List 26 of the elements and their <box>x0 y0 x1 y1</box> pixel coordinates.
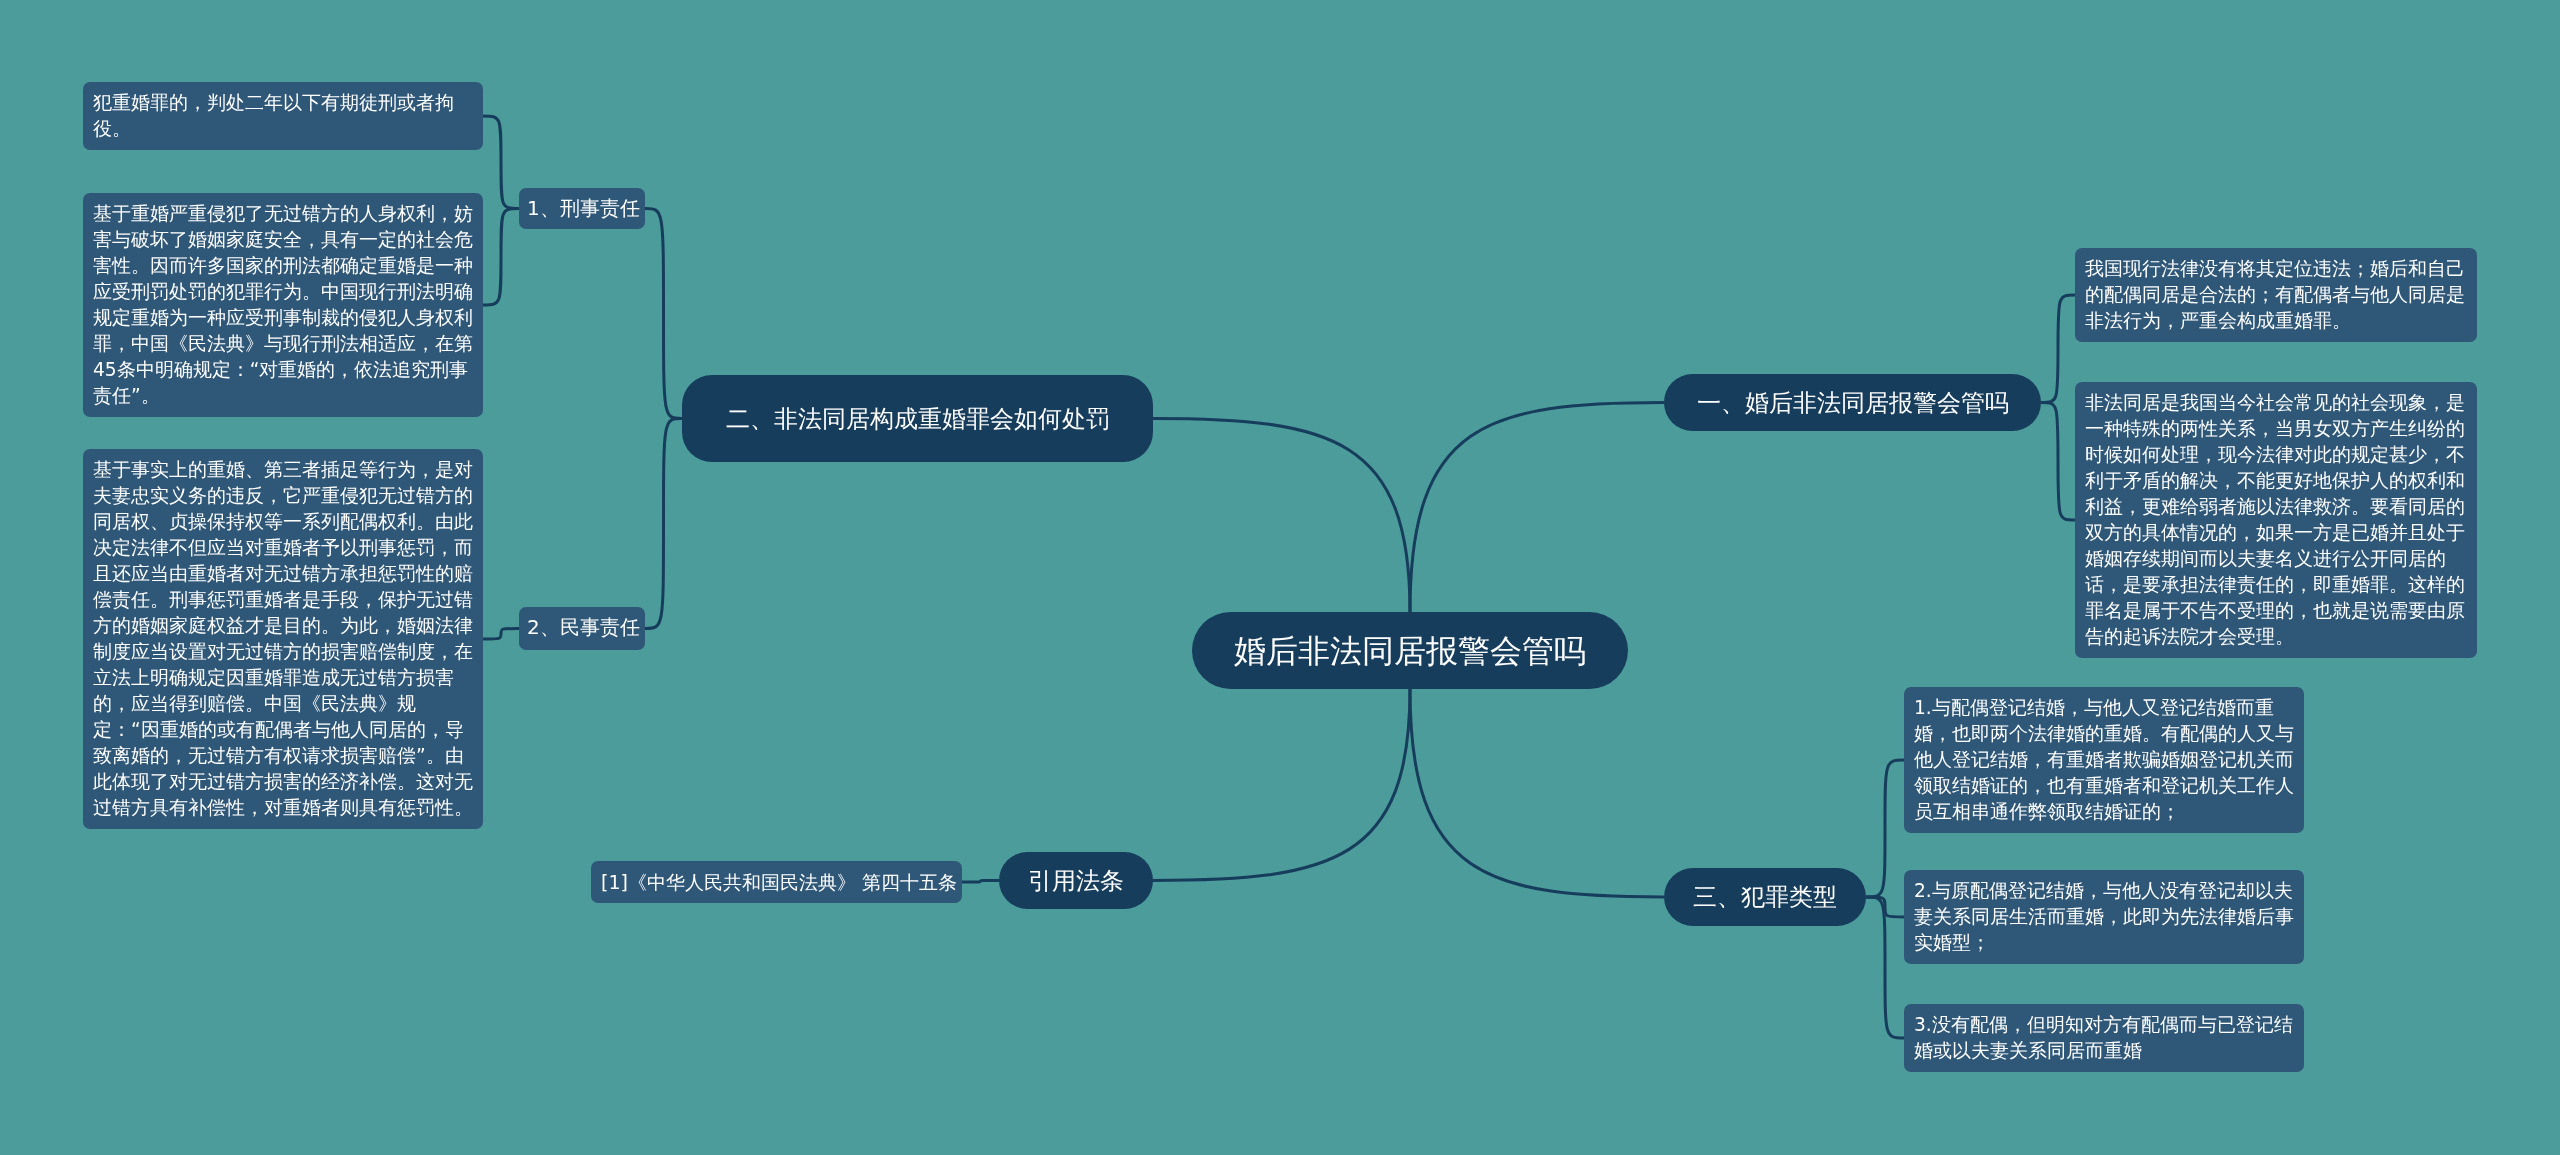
connector-line <box>1866 758 1904 899</box>
note-box: 3.没有配偶，但明知对方有配偶而与已登记结婚或以夫妻关系同居而重婚 <box>1904 1004 2304 1072</box>
note-box: [1]《中华人民共和国民法典》 第四十五条 <box>591 861 962 903</box>
connector-line <box>1153 688 1412 882</box>
connector-line <box>1408 401 1664 613</box>
note-box: 基于事实上的重婚、第三者插足等行为，是对夫妻忠实义务的违反，它严重侵犯无过错方的同居权、贞操保持权等一系列配偶权利。由此决定法律不但应当对重婚者予以刑事惩罚，而且还应当由重婚者对无过错方承担惩罚性的赔偿责任。刑事惩罚重婚者是手段，保护无过错方的婚姻家庭权益才是目的。为此，婚姻法律制度应当设置对无过错方的损害赔偿制度，在立法上明确规定因重婚罪造成无过错方损害的，应当得到赔偿。中国《民法典》规定：“因重婚的或有配偶者与他人同居的，导致离婚的，无过错方有权请求损害赔偿”。由此体现了对无过错方损害的经济补偿。这对无过错方具有补偿性，对重婚者则具有惩罚性。 <box>83 449 483 829</box>
connector-line <box>1153 417 1412 613</box>
connector-line <box>2041 401 2075 522</box>
note-box: 基于重婚严重侵犯了无过错方的人身权利，妨害与破坏了婚姻家庭安全，具有一定的社会危害性。因而许多国家的刑法都确定重婚是一种应受刑罚处罚的犯罪行为。中国现行刑法明确规定重婚为一种应受刑事制裁的侵犯人身权利罪，中国《民法典》与现行刑法相适应，在第45条中明确规定：“对重婚的，依法追究刑事责任”。 <box>83 193 483 417</box>
branch-topic: 三、犯罪类型 <box>1664 868 1866 926</box>
central-topic: 婚后非法同居报警会管吗 <box>1192 612 1628 689</box>
subtopic-box: 1、刑事责任 <box>519 188 645 229</box>
branch-topic: 一、婚后非法同居报警会管吗 <box>1664 374 2041 431</box>
note-box: 1.与配偶登记结婚，与他人又登记结婚而重婚，也即两个法律婚的重婚。有配偶的人又与他人登记结婚，有重婚者欺骗婚姻登记机关而领取结婚证的，也有重婚者和登记机关工作人员互相串通作弊领取结婚证的； <box>1904 687 2304 833</box>
note-box: 犯重婚罪的，判处二年以下有期徒刑或者拘役。 <box>83 82 483 150</box>
connector-line <box>483 627 519 641</box>
subtopic-box: 2、民事责任 <box>519 607 645 650</box>
connector-line <box>1866 895 1904 1040</box>
note-box: 我国现行法律没有将其定位违法；婚后和自己的配偶同居是合法的；有配偶者与他人同居是非法行为，严重会构成重婚罪。 <box>2075 248 2477 342</box>
branch-topic: 引用法条 <box>999 852 1153 909</box>
connector-line <box>962 879 999 884</box>
note-box: 2.与原配偶登记结婚，与他人没有登记却以夫妻关系同居生活而重婚，此即为先法律婚后事实婚型； <box>1904 870 2304 964</box>
branch-topic: 二、非法同居构成重婚罪会如何处罚 <box>682 375 1153 462</box>
connector-line <box>483 207 519 307</box>
note-box: 非法同居是我国当今社会常见的社会现象，是一种特殊的两性关系，当男女双方产生纠纷的时候如何处理，现今法律对此的规定甚少，不利于矛盾的解决，不能更好地保护人的权利和利益，更难给弱者施以法律救济。要看同居的双方的具体情况的，如果一方是已婚并且处于婚姻存续期间而以夫妻名义进行公开同居的话，是要承担法律责任的，即重婚罪。这样的罪名是属于不告不受理的，也就是说需要由原告的起诉法院才会受理。 <box>2075 382 2477 658</box>
connector-line <box>1408 688 1664 899</box>
